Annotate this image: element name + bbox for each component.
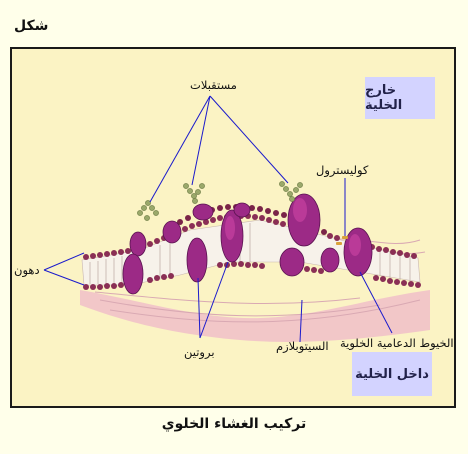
inside-cell-region-label: داخل الخلية <box>352 352 432 396</box>
cytoskeleton-label: الخيوط الدعامية الخلوية <box>340 336 454 350</box>
pointer-lines <box>43 95 393 343</box>
cytoplasm-label: السيتوبلازم <box>276 339 329 353</box>
outside-cell-region-label: خارج الخلية <box>365 77 435 119</box>
receptor-chains <box>137 181 303 221</box>
receptors-label: مستقبلات <box>190 78 237 92</box>
cytoplasm-region <box>80 290 430 342</box>
figure-corner-label: شكل <box>14 18 49 34</box>
cholesterol-molecules <box>336 236 348 245</box>
proteins-label: بروتين <box>184 345 215 359</box>
figure-caption: تركيب الغشاء الخلوي <box>161 416 307 432</box>
lipids-label: دهون <box>14 263 40 277</box>
cholesterol-label: كوليسترول <box>316 163 369 177</box>
